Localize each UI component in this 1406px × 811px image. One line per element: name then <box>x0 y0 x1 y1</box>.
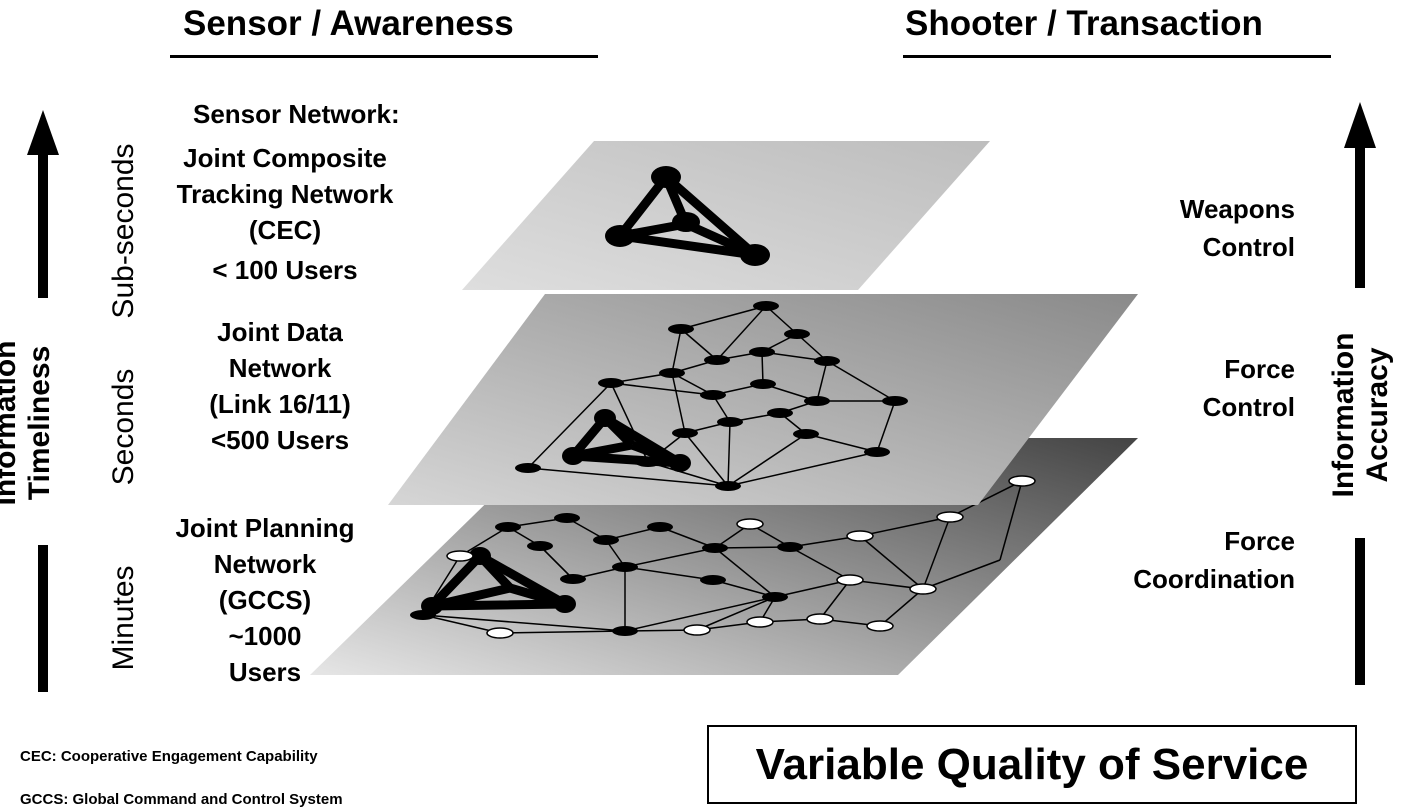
bottom-network <box>422 480 1023 634</box>
axis-label-line: Accuracy <box>1361 347 1394 483</box>
footnote-gccs: GCCS: Global Command and Control System <box>20 791 343 808</box>
bottom-nodes <box>410 475 1036 639</box>
role-line: Force <box>1224 526 1295 556</box>
role-line: Control <box>1202 392 1295 422</box>
network-line: Users <box>228 657 302 687</box>
network-line: Joint Data <box>217 317 343 347</box>
sensor-network-heading: Sensor Network: <box>193 99 400 129</box>
role-line: Force <box>1224 354 1295 384</box>
network-line: Joint Planning <box>175 513 355 543</box>
up-arrowhead-icon <box>1344 102 1376 148</box>
shooter-transaction-title: Shooter / Transaction <box>905 4 1263 43</box>
left-title-underline <box>170 55 598 58</box>
left-timeliness-arrow <box>27 110 59 692</box>
middle-nodes <box>515 301 908 491</box>
axis-label-line: Information <box>0 340 22 506</box>
network-line: Tracking Network <box>176 179 394 209</box>
network-line: <500 Users <box>210 425 350 455</box>
quality-of-service-box: Variable Quality of Service <box>707 725 1357 804</box>
scale-seconds: Seconds <box>107 368 140 486</box>
sensor-awareness-title: Sensor / Awareness <box>183 4 514 43</box>
network-line: (CEC) <box>248 215 322 245</box>
footnote-cec: CEC: Cooperative Engagement Capability <box>20 748 318 765</box>
network-line: Network <box>228 353 332 383</box>
top-nodes <box>605 166 770 266</box>
force-control-label: Force Control <box>1040 350 1295 426</box>
role-line: Coordination <box>1133 564 1295 594</box>
network-line: (Link 16/11) <box>209 389 351 419</box>
network-line: (GCCS) <box>218 585 312 615</box>
network-line: < 100 Users <box>212 255 358 285</box>
top-network-description: Joint Composite Tracking Network (CEC) <… <box>130 140 440 288</box>
information-timeliness-label: Information Timeliness <box>0 318 59 528</box>
middle-network-description: Joint Data Network (Link 16/11) <500 Use… <box>140 314 420 458</box>
top-plane <box>462 141 990 290</box>
role-line: Control <box>1202 232 1295 262</box>
network-line: Network <box>213 549 317 579</box>
force-coordination-label: Force Coordination <box>1040 522 1295 598</box>
up-arrowhead-icon <box>27 110 59 155</box>
information-accuracy-label: Information Accuracy <box>1327 320 1397 510</box>
right-accuracy-arrow <box>1344 102 1376 685</box>
axis-label-line: Timeliness <box>23 345 56 501</box>
role-line: Weapons <box>1179 194 1295 224</box>
network-line: Joint Composite <box>183 143 387 173</box>
network-line: ~1000 <box>228 621 302 651</box>
right-title-underline <box>903 55 1331 58</box>
bottom-network-description: Joint Planning Network (GCCS) ~1000 User… <box>130 510 400 690</box>
axis-label-line: Information <box>1327 332 1360 498</box>
weapons-control-label: Weapons Control <box>1040 190 1295 266</box>
